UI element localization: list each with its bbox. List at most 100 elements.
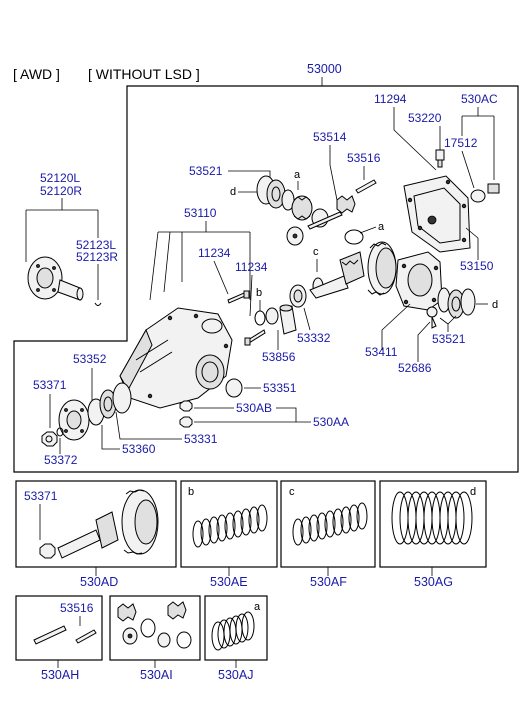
snap-ring	[94, 302, 102, 306]
kit-530AG-box	[379, 480, 487, 568]
kit-530AD-code[interactable]: 530AD	[80, 575, 118, 589]
kit-530AG-letter: d	[470, 486, 476, 498]
kit-530AE-letter: b	[188, 486, 194, 498]
part-530AB[interactable]: 530AB	[236, 401, 272, 415]
callout-d-lower: d	[492, 299, 498, 311]
lsd-type-label: [ WITHOUT LSD ]	[88, 66, 200, 82]
part-53360[interactable]: 53360	[122, 442, 156, 456]
leader-53332	[303, 307, 311, 331]
drive-type-label: [ AWD ]	[13, 66, 60, 82]
leader-17512	[461, 150, 475, 189]
part-53371-main[interactable]: 53371	[33, 378, 67, 392]
part-52686[interactable]: 52686	[398, 361, 432, 375]
leader-11294	[393, 107, 437, 171]
kit-530AE-box	[180, 480, 278, 568]
callout-b: b	[256, 287, 262, 299]
part-53372[interactable]: 53372	[44, 453, 78, 467]
part-53150[interactable]: 53150	[460, 259, 494, 273]
kit-530AJ-washers	[211, 611, 255, 651]
leader-11234-a	[213, 260, 229, 295]
kit-530AD-pinion-ring-gear	[39, 489, 159, 559]
side-bearing-upper	[256, 175, 295, 211]
leader-53150	[465, 227, 479, 260]
part-53331[interactable]: 53331	[184, 432, 218, 446]
part-52120R[interactable]: 52120R	[40, 184, 82, 198]
ring-gear	[367, 241, 397, 296]
kit-530AJ-letter: a	[254, 601, 261, 613]
part-53110[interactable]: 53110	[184, 206, 217, 220]
kit-530AF-code[interactable]: 530AF	[310, 575, 347, 589]
kit-530AI-code[interactable]: 530AI	[140, 668, 173, 682]
part-53000[interactable]: 53000	[307, 62, 342, 76]
differential-pinion-gears	[307, 195, 356, 230]
callout-a-upper: a	[294, 169, 301, 181]
part-11234-a[interactable]: 11234	[198, 246, 231, 260]
part-53352[interactable]: 53352	[73, 352, 107, 366]
leader-52120	[25, 198, 99, 262]
leader-53110	[149, 221, 251, 301]
kit-530AG-shims	[391, 491, 473, 545]
pinion-gear-small	[286, 226, 304, 246]
drain-plugs	[470, 183, 500, 203]
leader-53360	[101, 425, 120, 450]
kit-530AF-shims	[292, 502, 368, 546]
leader-53521-lower	[439, 315, 457, 332]
part-53332[interactable]: 53332	[297, 331, 331, 345]
part-53521-upper[interactable]: 53521	[189, 164, 223, 178]
kit-530AJ-code[interactable]: 530AJ	[218, 668, 253, 682]
part-53856[interactable]: 53856	[262, 350, 296, 364]
kit-530AH-box	[15, 595, 103, 661]
part-530AA[interactable]: 530AA	[313, 415, 349, 429]
part-11294[interactable]: 11294	[374, 92, 407, 106]
rear-cover	[403, 175, 471, 253]
leader-53514	[329, 145, 338, 201]
part-53516-upper[interactable]: 53516	[347, 151, 381, 165]
kit-530AH-part-label[interactable]: 53516	[60, 601, 94, 615]
leader-a-right	[359, 226, 377, 234]
washer-b	[265, 307, 279, 325]
part-53514[interactable]: 53514	[313, 130, 347, 144]
part-53220[interactable]: 53220	[408, 111, 442, 125]
part-17512[interactable]: 17512	[444, 136, 478, 150]
pinion-bearing	[289, 284, 307, 308]
companion-flange	[58, 399, 90, 441]
differential-carrier-housing	[119, 307, 233, 409]
leader-53411	[381, 303, 411, 350]
leader-53521-upper	[228, 170, 271, 178]
side-gear-upper	[291, 195, 313, 221]
flange-nut	[41, 431, 58, 447]
case-bolt	[426, 306, 438, 329]
part-52120L[interactable]: 52120L	[40, 171, 80, 185]
breather-plug	[435, 149, 445, 168]
part-53351[interactable]: 53351	[263, 381, 297, 395]
part-53521-lower[interactable]: 53521	[432, 332, 466, 346]
spacer-b	[254, 310, 266, 326]
kit-530AE-shims	[192, 504, 268, 548]
part-52123R[interactable]: 52123R	[76, 250, 118, 264]
kit-530AF-letter: c	[289, 486, 295, 498]
main-assembly-frame	[13, 85, 519, 473]
leader-52686	[417, 321, 431, 362]
callout-c: c	[313, 246, 319, 258]
seal-53351	[225, 378, 243, 398]
housing-bolts	[227, 290, 266, 346]
kit-530AG-code[interactable]: 530AG	[414, 575, 453, 589]
axle-shaft-flange	[27, 256, 84, 301]
part-530AC[interactable]: 530AC	[461, 92, 498, 106]
leader-530AC	[461, 107, 495, 180]
kit-530AH-code[interactable]: 530AH	[41, 668, 79, 682]
side-bearing-lower	[437, 287, 476, 319]
kit-530AD-part-label[interactable]: 53371	[24, 489, 58, 503]
leader-53331	[115, 411, 182, 440]
part-52123L[interactable]: 52123L	[76, 238, 116, 252]
thrust-washer	[344, 229, 364, 245]
callout-d-upper: d	[230, 186, 236, 198]
kit-530AE-code[interactable]: 530AE	[210, 575, 248, 589]
kit-530AI-gears	[117, 601, 192, 649]
bolts-530AB	[179, 400, 193, 428]
part-53411[interactable]: 53411	[365, 345, 398, 359]
collapsible-spacer	[279, 304, 297, 335]
differential-case	[395, 251, 443, 311]
part-11234-b[interactable]: 11234	[235, 260, 268, 274]
